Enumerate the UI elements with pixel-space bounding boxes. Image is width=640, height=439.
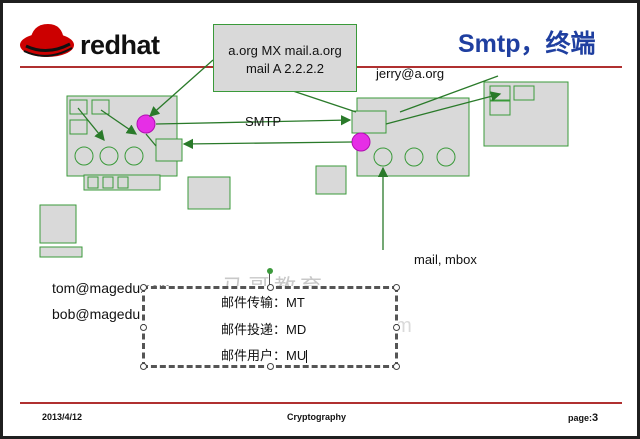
resize-handle-n[interactable] bbox=[267, 284, 274, 291]
agent-row-mu: 邮件用户：MU bbox=[221, 345, 308, 364]
left-chip-2 bbox=[91, 99, 110, 115]
smtp-label: SMTP bbox=[245, 114, 282, 129]
footer-page: page:3 bbox=[568, 412, 598, 424]
resize-handle-e[interactable] bbox=[393, 324, 400, 331]
left-chip-1 bbox=[69, 99, 88, 115]
redhat-logo-icon bbox=[20, 24, 74, 57]
logo-wordmark: redhat bbox=[80, 30, 160, 60]
rotation-handle[interactable] bbox=[267, 268, 273, 274]
mailbox-format-label: mail, mbox bbox=[414, 252, 477, 267]
sender-address-bob: bob@magedu bbox=[52, 306, 141, 322]
resize-handle-s[interactable] bbox=[267, 363, 274, 370]
footer-rule bbox=[20, 402, 622, 404]
dns-a-line: mail A 2.2.2.2 bbox=[245, 61, 325, 76]
resize-handle-sw[interactable] bbox=[140, 363, 147, 370]
agent-label: 邮件用户： bbox=[221, 348, 287, 363]
footer-title: Cryptography bbox=[287, 412, 347, 422]
arrow-right-to-mailbox-2 bbox=[399, 75, 499, 113]
resize-handle-se[interactable] bbox=[393, 363, 400, 370]
arrow-dns-query bbox=[149, 59, 214, 117]
left-bus-slot-2 bbox=[102, 176, 114, 189]
left-port-1 bbox=[74, 146, 94, 166]
left-port-3 bbox=[124, 146, 144, 166]
arrow-smtp-out bbox=[155, 114, 352, 126]
resize-handle-nw[interactable] bbox=[140, 284, 147, 291]
resize-handle-ne[interactable] bbox=[393, 284, 400, 291]
window-frame-bottom bbox=[0, 436, 640, 439]
recipient-address-label: jerry@a.org bbox=[376, 66, 445, 81]
selected-text-box[interactable]: 邮件传输：MT 邮件投递：MD 邮件用户：MU bbox=[140, 284, 400, 370]
right-port-2 bbox=[404, 147, 424, 167]
left-chip-3 bbox=[69, 119, 88, 135]
resize-handle-w[interactable] bbox=[140, 324, 147, 331]
right-mta-node bbox=[351, 132, 371, 152]
page-label: page: bbox=[568, 413, 593, 423]
dns-record-box: a.org MX mail.a.org mail A 2.2.2.2 bbox=[213, 24, 357, 92]
window-frame-top bbox=[0, 0, 640, 3]
text-cursor bbox=[306, 350, 308, 364]
slide-title: Smtp，终端 bbox=[458, 30, 596, 58]
arrow-left-internal-1 bbox=[77, 107, 105, 142]
client-box-2 bbox=[39, 204, 77, 244]
mailbox-chip-2 bbox=[513, 85, 535, 101]
arrow-dns-to-right bbox=[289, 89, 357, 113]
mailbox-chip-1 bbox=[489, 85, 511, 101]
left-bus-slot-1 bbox=[87, 176, 99, 189]
agent-value: MT bbox=[286, 295, 305, 310]
client-box-3 bbox=[39, 246, 83, 258]
mailbox-chip-3 bbox=[489, 100, 511, 116]
footer-date: 2013/4/12 bbox=[42, 412, 83, 422]
left-port-2 bbox=[99, 146, 119, 166]
left-queue-box bbox=[155, 138, 183, 162]
right-port-3 bbox=[436, 147, 456, 167]
agent-value: MD bbox=[286, 322, 307, 337]
arrow-smtp-back bbox=[182, 138, 353, 150]
arrow-right-to-mailbox-1 bbox=[385, 91, 502, 125]
agent-label: 邮件传输： bbox=[221, 295, 287, 310]
window-frame-right bbox=[637, 0, 640, 439]
right-queue-box bbox=[351, 110, 387, 134]
arrow-left-to-queue bbox=[145, 133, 157, 147]
dns-mx-line: a.org MX mail.a.org bbox=[228, 43, 342, 58]
agent-row-md: 邮件投递：MD bbox=[221, 319, 306, 338]
agent-row-mt: 邮件传输：MT bbox=[221, 292, 305, 311]
page-number: 3 bbox=[592, 412, 599, 424]
right-port-1 bbox=[373, 147, 393, 167]
window-frame-left bbox=[0, 0, 3, 439]
agent-label: 邮件投递： bbox=[221, 322, 287, 337]
left-bus-slot-3 bbox=[117, 176, 129, 189]
left-mta-node bbox=[136, 114, 156, 134]
rotation-handle-stem bbox=[269, 273, 270, 286]
client-box-1 bbox=[187, 176, 231, 210]
arrow-left-internal-2 bbox=[100, 109, 138, 135]
agent-value: MU bbox=[286, 348, 307, 363]
client-box-4 bbox=[315, 165, 347, 195]
